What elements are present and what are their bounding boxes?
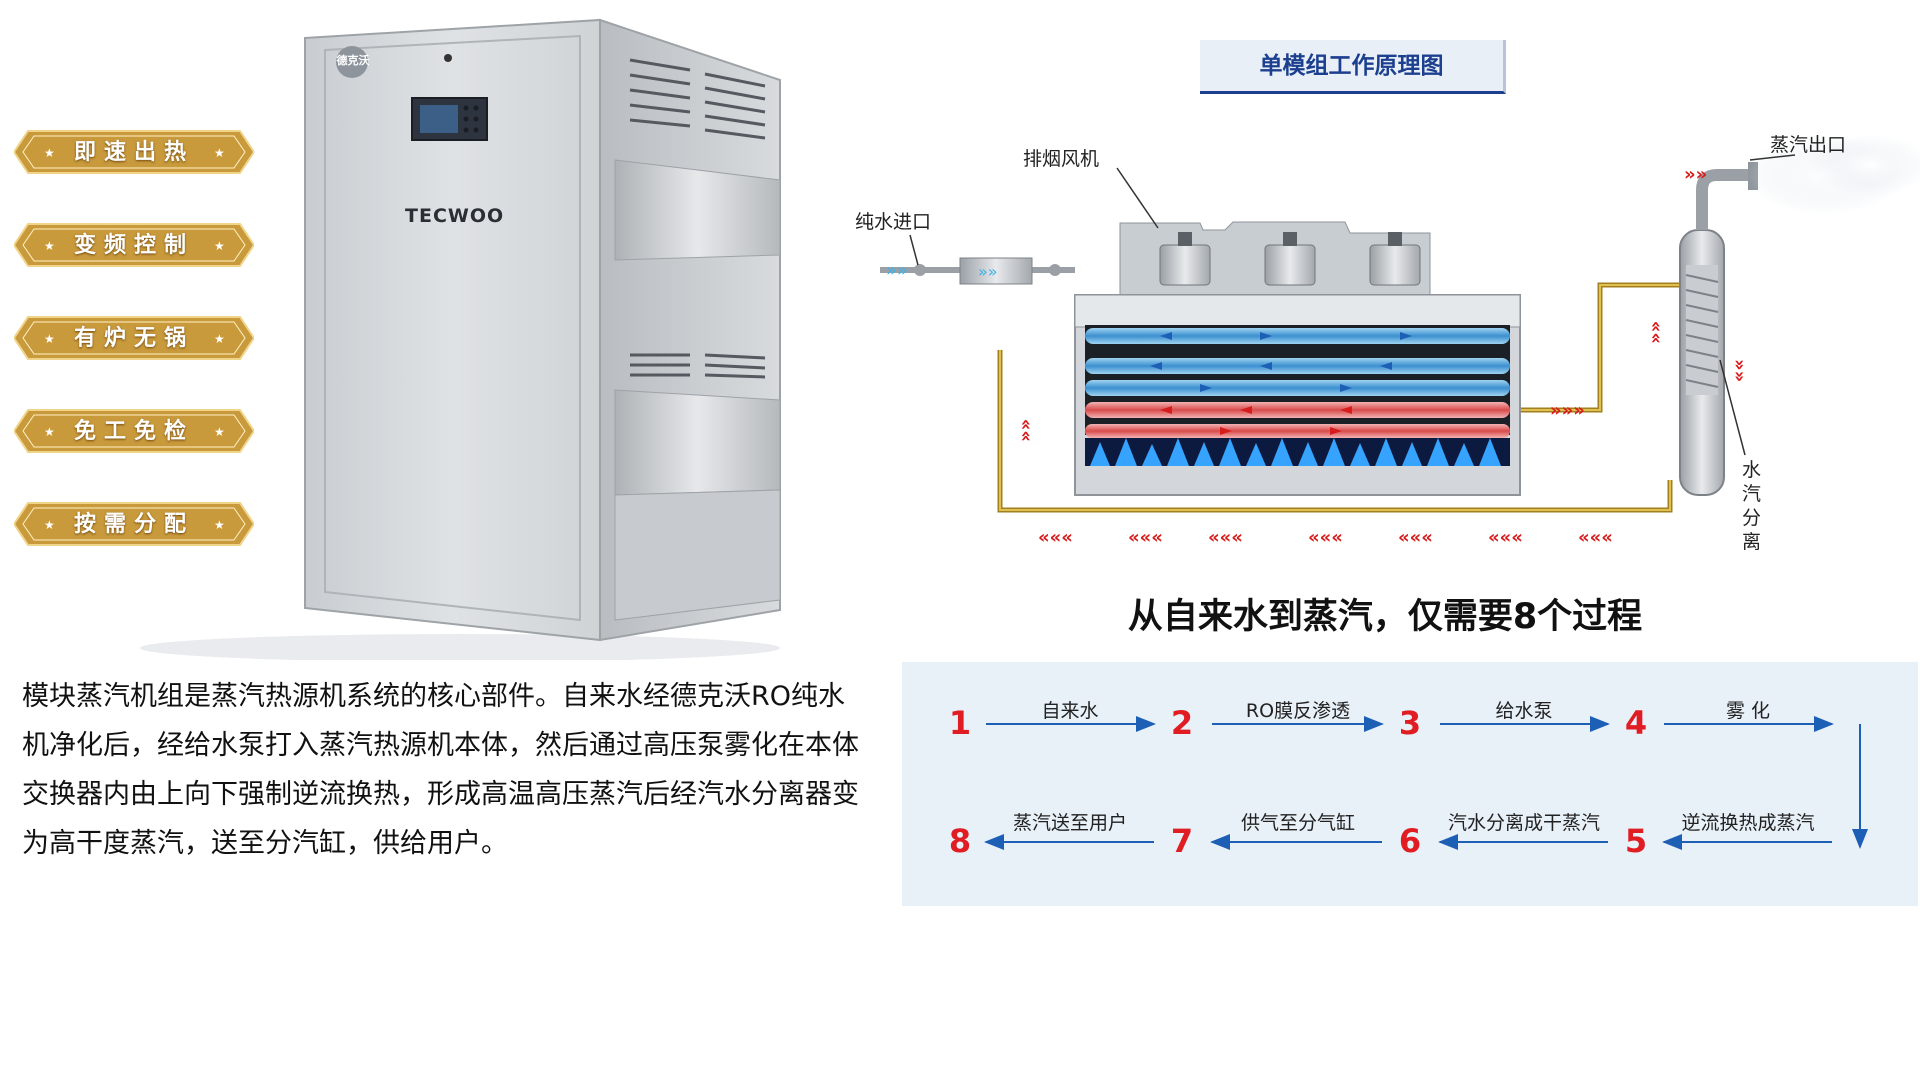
feature-badge-instant-heat: ★ ★ 即速出热 (14, 127, 254, 177)
feature-label: 变频控制 (73, 232, 194, 258)
red-flow-arrows: »» »» »» »»» »» ««« ««« ««« ««« ««« ««« … (1015, 164, 1750, 548)
feature-label: 免工免检 (73, 418, 194, 444)
svg-text:»»: »» (1645, 321, 1666, 344)
gold-ribbon-icon: ★ ★ (14, 409, 254, 453)
gold-ribbon-icon: ★ ★ (14, 316, 254, 360)
svg-text:»»: »» (886, 260, 908, 281)
feature-label: 按需分配 (73, 511, 194, 537)
svg-text:«««: ««« (1128, 527, 1163, 548)
step-4-label: 雾 化 (1725, 700, 1771, 722)
svg-text:«««: ««« (1208, 527, 1243, 548)
process-headline: 从自来水到蒸汽，仅需要8个过程 (1127, 597, 1643, 637)
svg-text:★: ★ (214, 146, 225, 160)
feature-badge-no-inspection: ★ ★ 免工免检 (14, 406, 254, 456)
svg-text:★: ★ (214, 518, 225, 532)
inlet-flow-arrows: »» »» (886, 260, 998, 281)
svg-text:»»: »» (1729, 359, 1750, 382)
svg-text:★: ★ (44, 332, 55, 346)
feature-badge-vfd-control: ★ ★ 变频控制 (14, 220, 254, 270)
svg-text:★: ★ (44, 518, 55, 532)
separator-label: 水汽分离 (1742, 459, 1762, 553)
step-8-number: 8 (948, 822, 972, 860)
svg-text:★: ★ (44, 239, 55, 253)
brand-wordmark: TECWOO (405, 205, 505, 227)
feature-label: 有炉无锅 (73, 325, 194, 351)
working-principle-diagram: »» »» »» »» »» »»» »» ««« ««« ««« ««« ««… (880, 135, 1920, 548)
step-2-number: 2 (1170, 704, 1194, 742)
water-inlet-label: 纯水进口 (855, 211, 932, 233)
steam-unit-illustration (140, 18, 781, 662)
step-8-label: 蒸汽送至用户 (1012, 812, 1127, 834)
svg-text:★: ★ (44, 425, 55, 439)
product-photo: 德克沃 TECWOO ★ ★ 即速出热 ★ ★ 变频控制 ★ ★ 有炉无锅 (0, 0, 795, 662)
process-steps-panel: 1 自来水 2 RO膜反渗透 3 给水泵 4 雾 化 5 逆流换热成蒸汽 6 汽… (902, 662, 1918, 906)
svg-text:«««: ««« (1488, 527, 1523, 548)
step-6-number: 6 (1398, 822, 1422, 860)
gold-ribbon-icon: ★ ★ (14, 502, 254, 546)
step-6-label: 汽水分离成干蒸汽 (1447, 812, 1600, 834)
svg-text:★: ★ (214, 332, 225, 346)
exhaust-fan-icon (1159, 232, 1421, 286)
svg-text:»»: »» (1015, 419, 1036, 442)
gold-ribbon-icon: ★ ★ (14, 130, 254, 174)
step-1-number: 1 (948, 704, 972, 742)
step-3-label: 给水泵 (1495, 700, 1553, 722)
svg-text:★: ★ (214, 425, 225, 439)
fan-label: 排烟风机 (1023, 148, 1100, 170)
svg-text:»»: »» (978, 262, 998, 281)
diagram-title-box: 单模组工作原理图 (1200, 40, 1506, 94)
feature-label: 即速出热 (73, 139, 194, 165)
svg-text:»»»: »»» (1550, 400, 1585, 421)
step-7-number: 7 (1170, 822, 1194, 860)
step-7-label: 供气至分气缸 (1240, 812, 1355, 834)
step-5-label: 逆流换热成蒸汽 (1681, 812, 1815, 834)
svg-text:»»: »» (1684, 164, 1707, 185)
feature-badge-on-demand: ★ ★ 按需分配 (14, 499, 254, 549)
feature-badge-furnace-no-boiler: ★ ★ 有炉无锅 (14, 313, 254, 363)
process-arrows (984, 716, 1868, 850)
svg-text:«««: ««« (1578, 527, 1613, 548)
gold-ribbon-icon: ★ ★ (14, 223, 254, 267)
svg-text:★: ★ (44, 146, 55, 160)
svg-text:★: ★ (214, 239, 225, 253)
step-3-number: 3 (1398, 704, 1422, 742)
product-description: 模块蒸汽机组是蒸汽热源机系统的核心部件。自来水经德克沃RO纯水机净化后，经给水泵… (22, 681, 859, 859)
flame-icon (1090, 438, 1501, 466)
steam-outlet-label: 蒸汽出口 (1770, 134, 1847, 156)
step-2-label: RO膜反渗透 (1245, 700, 1351, 722)
step-4-number: 4 (1624, 704, 1648, 742)
svg-text:«««: ««« (1308, 527, 1343, 548)
svg-text:«««: ««« (1398, 527, 1433, 548)
logo-mark: 德克沃 (336, 54, 370, 67)
step-5-number: 5 (1624, 822, 1648, 860)
step-1-label: 自来水 (1041, 700, 1099, 722)
svg-text:«««: ««« (1038, 527, 1073, 548)
diagram-title: 单模组工作原理图 (1259, 53, 1444, 79)
